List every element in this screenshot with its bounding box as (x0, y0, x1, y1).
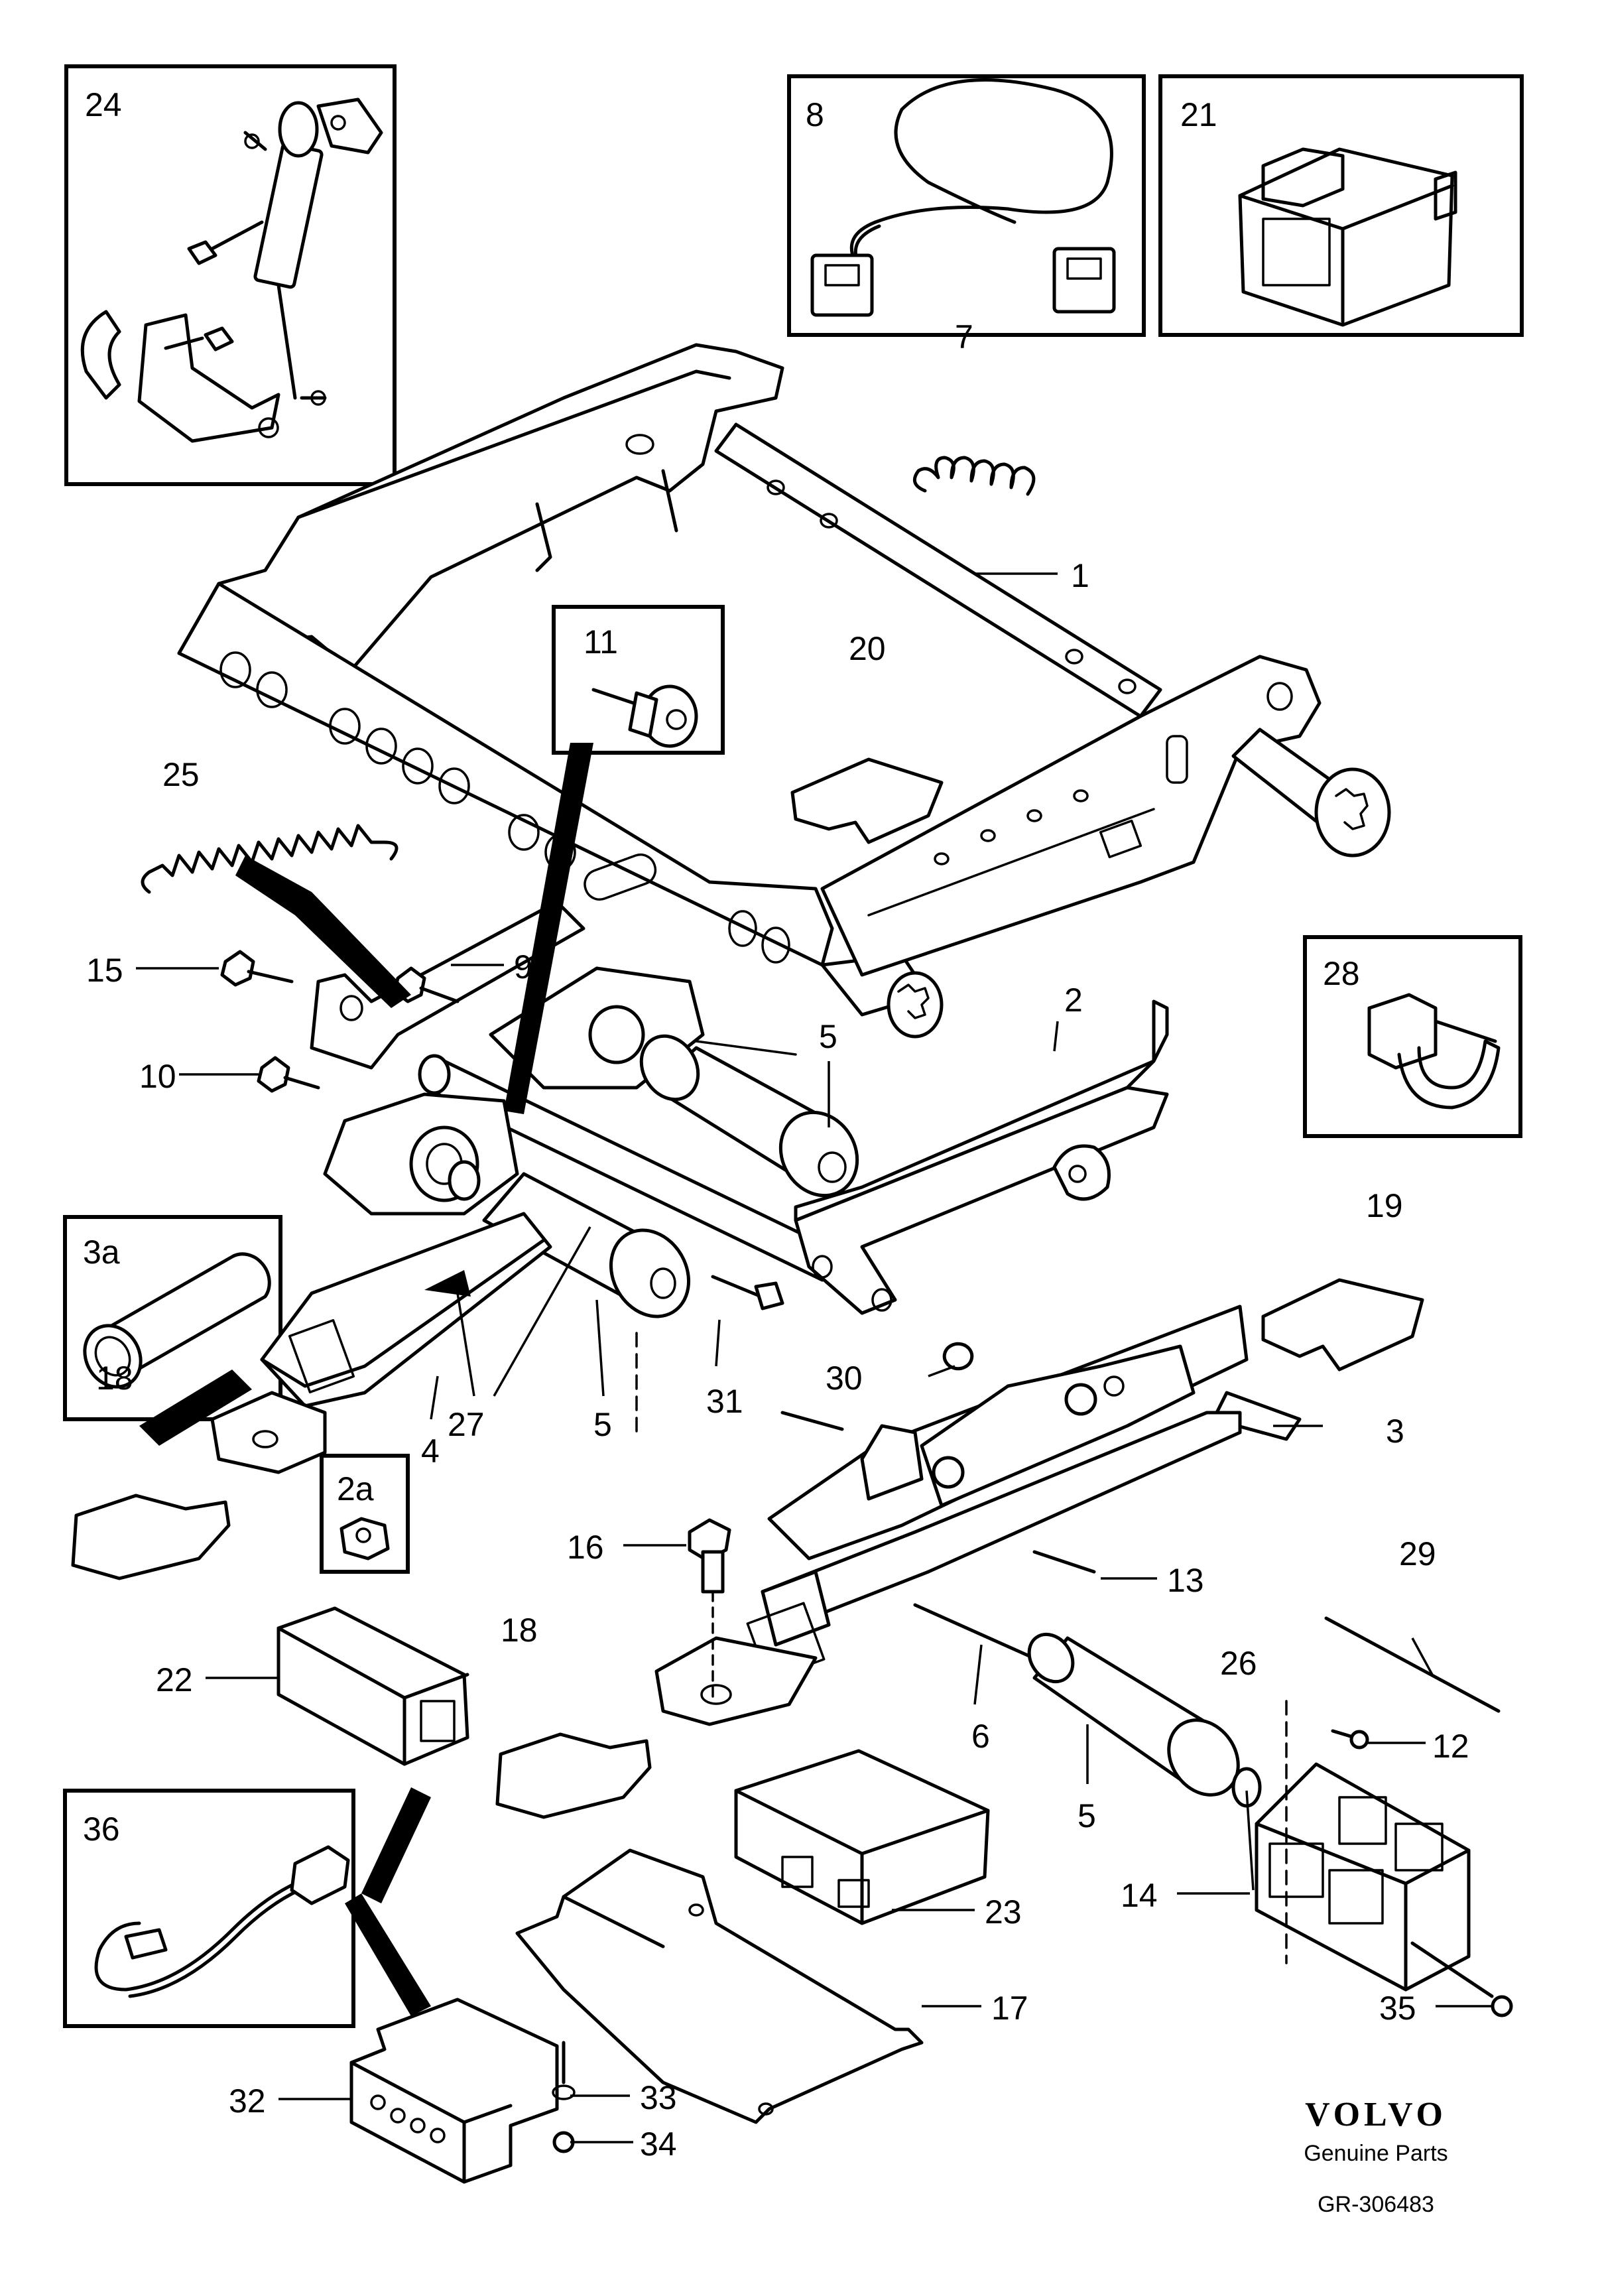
inset-36: 36 (63, 1789, 355, 2028)
label-30: 30 (826, 1360, 863, 1397)
label-3: 3 (1386, 1413, 1404, 1450)
label-7: 7 (955, 318, 973, 355)
genuine-parts-text: Genuine Parts (1304, 2141, 1448, 2166)
label-34: 34 (640, 2126, 677, 2163)
screw-34 (552, 2131, 575, 2153)
branding: VOLVO Genuine Parts GR-306483 (1304, 2096, 1448, 2217)
plate-17 (515, 1848, 924, 2124)
label-2: 2 (1064, 982, 1083, 1019)
seat-frame-lower (210, 900, 1302, 1726)
label-6: 6 (971, 1718, 990, 1755)
label-23: 23 (985, 1893, 1022, 1931)
clip-30 (942, 1342, 974, 1371)
label-12: 12 (1432, 1728, 1469, 1765)
bolt-16 (688, 1518, 731, 1699)
label-29: 29 (1399, 1535, 1436, 1572)
washer-33 (552, 2041, 576, 2100)
spring-7 (912, 456, 1036, 496)
label-8: 8 (806, 96, 824, 133)
seat-frame-upper (177, 343, 1391, 1039)
label-20: 20 (849, 630, 886, 667)
label-3a: 3a (83, 1234, 120, 1271)
module-32 (349, 1998, 559, 2184)
label-19: 19 (1366, 1187, 1403, 1224)
rod-13 (780, 1411, 1096, 1574)
inset-28: 28 (1303, 935, 1522, 1138)
pad-18b (495, 1732, 652, 1819)
label-32: 32 (229, 2082, 266, 2120)
bolt-10 (257, 1056, 320, 1093)
label-16: 16 (567, 1529, 604, 1566)
label-4: 4 (421, 1433, 440, 1470)
rod-6 (913, 1603, 1043, 1663)
label-5a: 5 (819, 1018, 837, 1055)
label-18a: 18 (96, 1360, 133, 1397)
reference-number: GR-306483 (1318, 2192, 1434, 2217)
label-28: 28 (1323, 955, 1360, 992)
label-26: 26 (1220, 1645, 1257, 1682)
screw-31 (711, 1275, 784, 1310)
label-14: 14 (1121, 1877, 1158, 1914)
part-numbers: 1 2 3 4 5 5 5 6 7 9 10 12 13 14 15 16 17… (86, 318, 1469, 2163)
label-31: 31 (706, 1383, 743, 1420)
label-25: 25 (162, 756, 200, 793)
inset-11: 11 (552, 605, 725, 755)
pad-19 (1261, 1278, 1424, 1371)
label-22: 22 (156, 1661, 193, 1698)
leader-lines (136, 572, 1492, 2143)
label-1: 1 (1071, 557, 1089, 594)
label-9: 9 (514, 948, 532, 986)
bolt-15 (220, 950, 294, 987)
label-18b: 18 (501, 1612, 538, 1649)
label-2a: 2a (337, 1470, 374, 1507)
screw-35 (1410, 1941, 1513, 2017)
label-36: 36 (83, 1811, 120, 1848)
bracket-14 (1255, 1700, 1471, 1992)
control-unit-23 (734, 1749, 990, 1925)
label-35: 35 (1379, 1990, 1416, 2027)
inset-8: 8 (787, 74, 1146, 337)
spring-25 (141, 824, 399, 894)
label-27: 27 (448, 1406, 485, 1443)
volvo-logo: VOLVO (1305, 2096, 1447, 2134)
connector-22 (277, 1606, 469, 1766)
label-13: 13 (1167, 1562, 1204, 1599)
inset-21: 21 (1158, 74, 1524, 337)
label-5b: 5 (593, 1406, 612, 1443)
pad-18a (71, 1494, 231, 1580)
callout-arrows (139, 743, 638, 2016)
label-24: 24 (85, 86, 122, 123)
label-21: 21 (1180, 96, 1217, 133)
pad-20 (790, 757, 944, 844)
inset-24: 24 (64, 64, 397, 486)
cable-29 (1324, 1616, 1501, 1713)
inset-2a: 2a (320, 1454, 410, 1574)
screw-12 (1331, 1729, 1369, 1750)
label-17: 17 (991, 1990, 1028, 2027)
label-15: 15 (86, 952, 123, 989)
motor-5c (1027, 1632, 1262, 1808)
label-33: 33 (640, 2079, 677, 2116)
label-5c: 5 (1078, 1797, 1096, 1834)
label-10: 10 (139, 1058, 176, 1095)
label-11: 11 (584, 623, 618, 661)
